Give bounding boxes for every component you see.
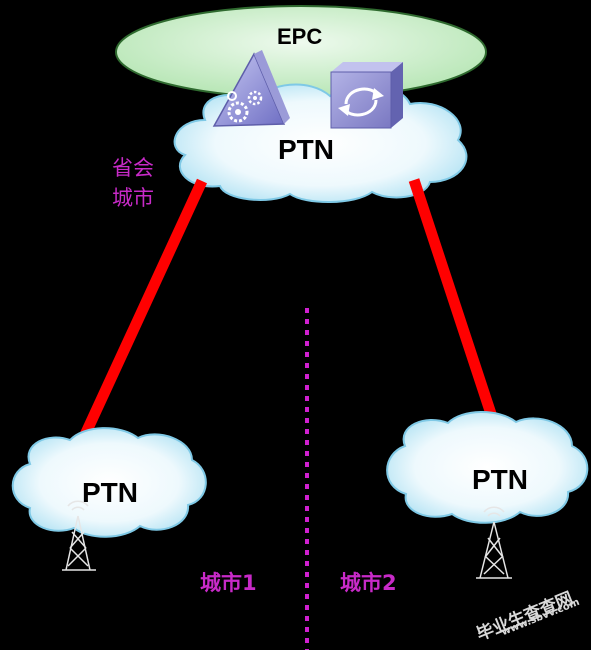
gear-triangle-icon <box>212 50 290 127</box>
left-ptn-label: PTN <box>82 477 138 508</box>
city1-label: 城市1 <box>200 571 257 595</box>
right-ptn-label: PTN <box>472 464 528 495</box>
city2-label: 城市2 <box>340 571 397 595</box>
province-city-label-line2: 城市 <box>112 186 154 210</box>
transfer-cube-icon <box>330 62 403 129</box>
link-core-to-right <box>408 178 501 428</box>
right-tower-icon <box>476 506 512 579</box>
province-city-label-line1: 省会 <box>112 156 154 180</box>
core-ptn-label: PTN <box>278 134 334 165</box>
link-core-to-left <box>79 178 207 440</box>
right-ptn-cloud <box>386 411 589 524</box>
left-tower-icon <box>62 500 96 571</box>
left-ptn-cloud <box>11 427 207 538</box>
epc-label: EPC <box>277 24 323 49</box>
